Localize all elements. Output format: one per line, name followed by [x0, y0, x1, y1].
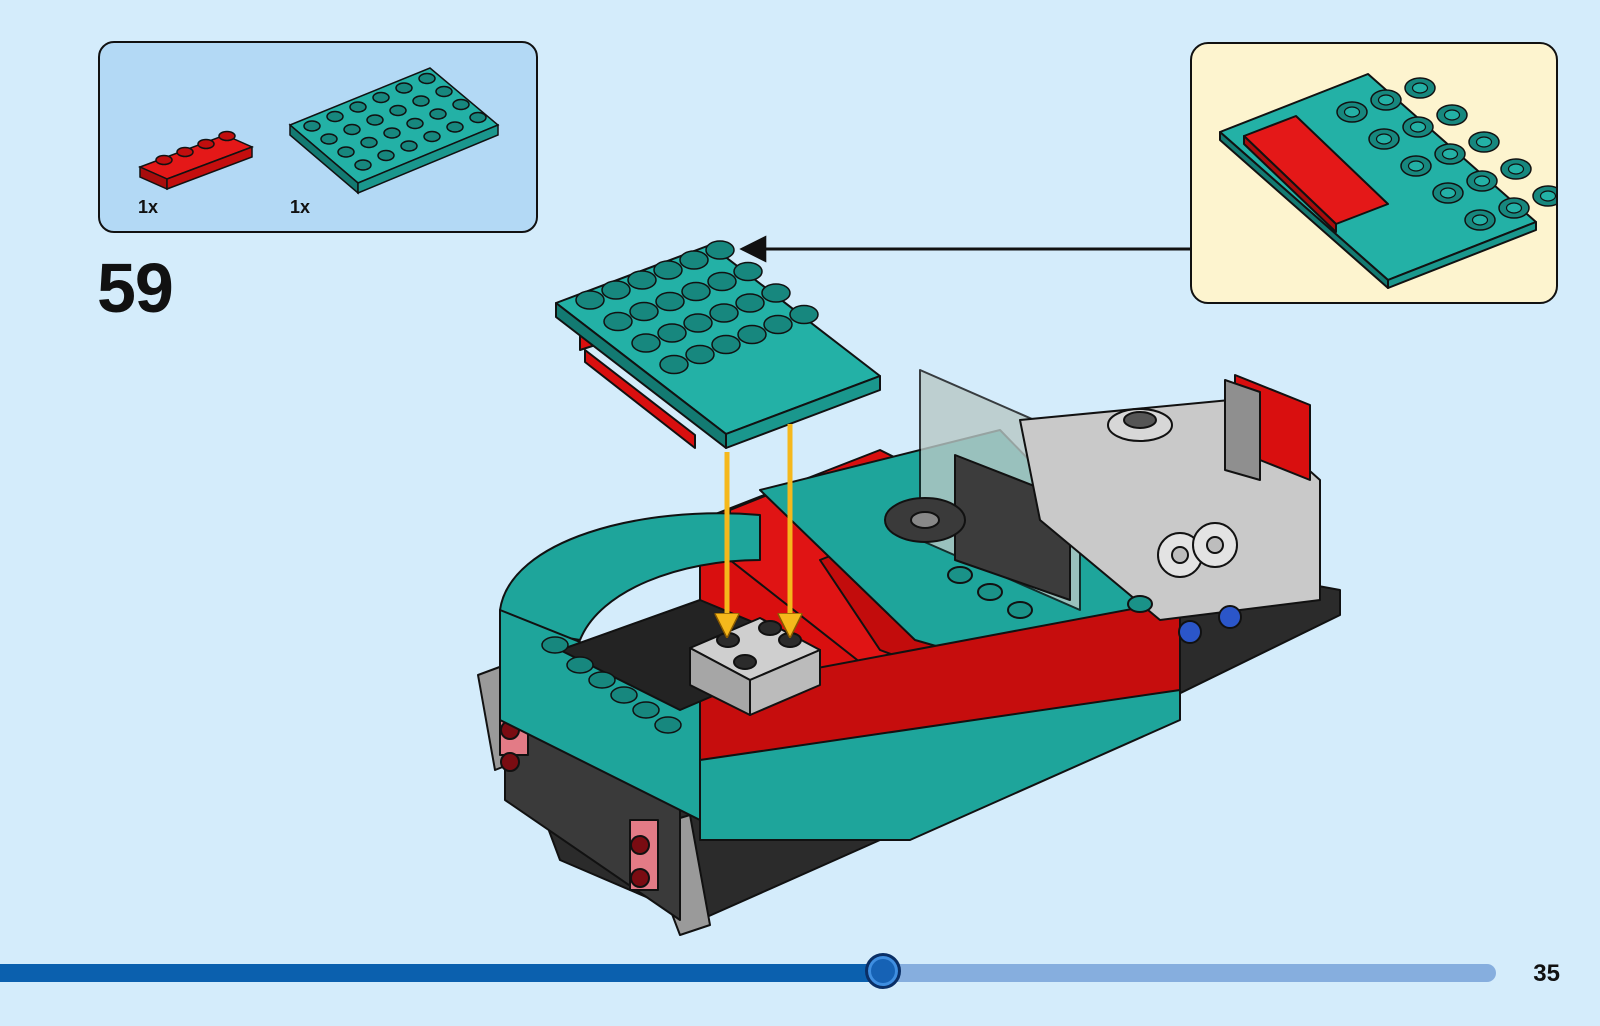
stud	[654, 261, 682, 279]
stud-hole	[1345, 107, 1360, 117]
stud	[706, 241, 734, 259]
stud-hole	[1409, 161, 1424, 171]
stud	[680, 251, 708, 269]
stud	[604, 313, 632, 331]
stud	[658, 324, 686, 342]
stud	[712, 336, 740, 354]
stud-hole	[1441, 188, 1456, 198]
stud-hole	[1377, 134, 1392, 144]
stud	[738, 326, 766, 344]
progress-marker-icon	[865, 953, 901, 989]
progress-fill	[0, 964, 883, 982]
stud	[764, 316, 792, 334]
stud	[682, 283, 710, 301]
stud	[542, 637, 568, 653]
stud-hole	[1379, 95, 1394, 105]
stud-hole	[1509, 164, 1524, 174]
stud	[628, 271, 656, 289]
stud-hole	[1541, 191, 1556, 201]
stud	[708, 273, 736, 291]
stud	[736, 294, 764, 312]
stud	[790, 306, 818, 324]
stud	[633, 702, 659, 718]
stud	[710, 304, 738, 322]
stud	[762, 284, 790, 302]
progress-bar	[0, 964, 1496, 982]
stud-hole	[1477, 137, 1492, 147]
stud-hole	[1473, 215, 1488, 225]
stud	[734, 263, 762, 281]
stud	[630, 303, 658, 321]
callout-illustration	[1192, 44, 1558, 304]
stud	[660, 356, 688, 374]
stud-hole	[1445, 110, 1460, 120]
stud	[576, 291, 604, 309]
stud	[655, 717, 681, 733]
stud-hole	[1443, 149, 1458, 159]
stud	[632, 334, 660, 352]
car-model	[478, 370, 1340, 935]
stud	[686, 346, 714, 364]
stud	[602, 281, 630, 299]
stud-hole	[1507, 203, 1522, 213]
stud	[656, 293, 684, 311]
stud-hole	[1411, 122, 1426, 132]
page-number: 35	[1533, 960, 1560, 988]
stud	[684, 314, 712, 332]
stud	[589, 672, 615, 688]
stud	[567, 657, 593, 673]
stud	[611, 687, 637, 703]
callout-detail-box	[1190, 42, 1558, 304]
stud-hole	[1475, 176, 1490, 186]
stud-hole	[1413, 83, 1428, 93]
